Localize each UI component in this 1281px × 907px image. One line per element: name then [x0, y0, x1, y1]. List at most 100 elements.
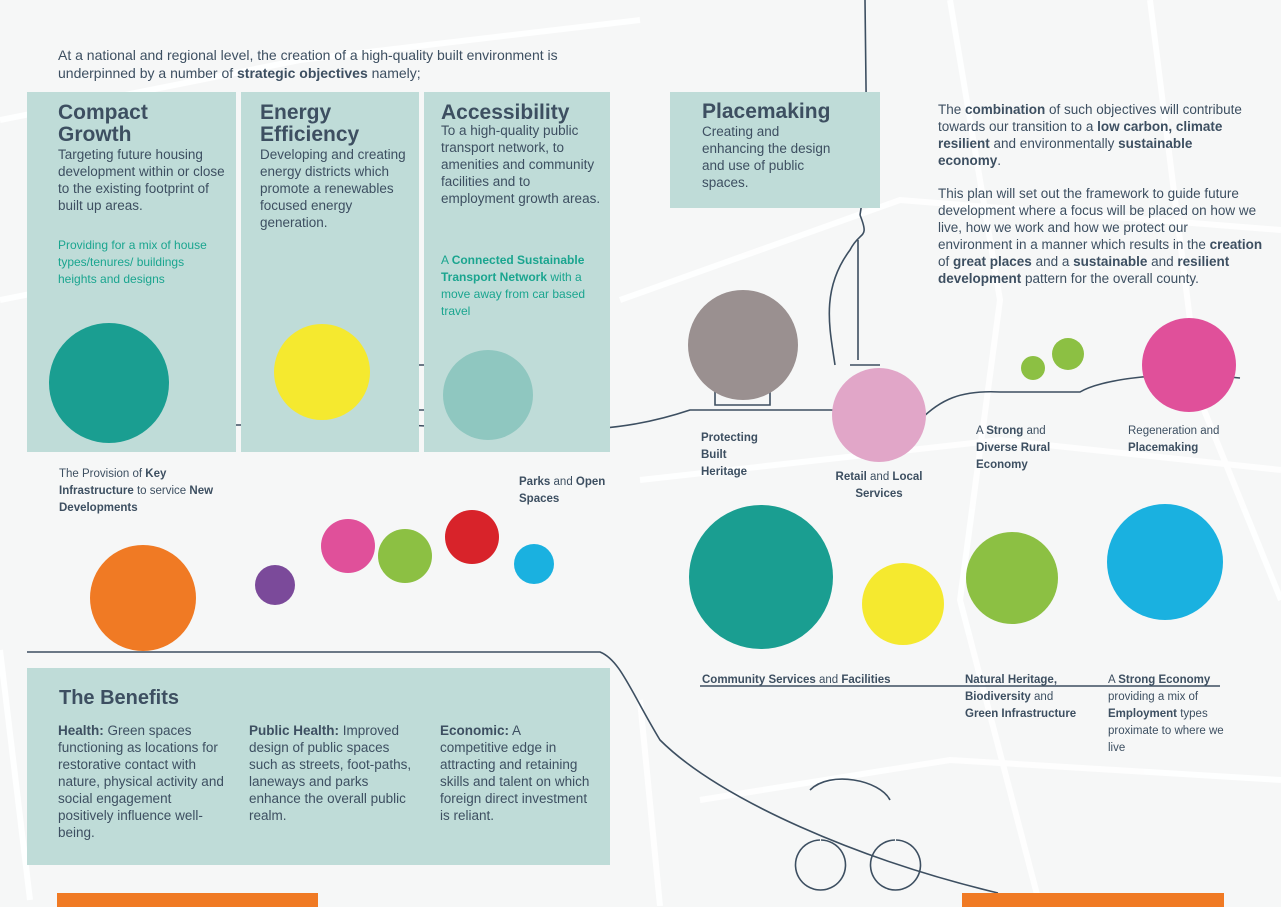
t: combination [965, 102, 1046, 117]
teacup-circle [832, 368, 926, 462]
sprout-circle [1021, 356, 1045, 380]
t: Employment [1108, 708, 1178, 720]
label-infrastructure: The Provision of Key Infrastructure to s… [59, 466, 239, 517]
summary-paragraph-1: The combination of such objectives will … [938, 101, 1258, 169]
summary-paragraph-2: This plan will set out the framework to … [938, 185, 1263, 287]
t: The Provision of [59, 468, 146, 480]
t: resilient development [938, 254, 1230, 286]
label-rural-economy: A Strong and Diverse Rural Economy [976, 423, 1071, 474]
t: sustainable [1073, 254, 1148, 269]
t: Open Spaces [519, 476, 606, 505]
t: A [1108, 674, 1119, 686]
t: Public Health: [249, 723, 340, 738]
objective-text: To a high-quality public transport netwo… [441, 123, 601, 206]
t: Economic: [440, 723, 510, 738]
t: New Developments [59, 485, 214, 514]
t: and [550, 476, 576, 488]
family-circle [378, 529, 432, 583]
t: types proximate to where we live [1108, 708, 1224, 754]
label-retail: Retail and Local Services [824, 469, 934, 503]
t: and [1023, 425, 1046, 437]
t: and environmentally [989, 136, 1119, 151]
t: This plan will set out the framework to … [938, 186, 1257, 252]
t: and [815, 674, 842, 686]
benefit-public-health: Public Health: Improved design of public… [249, 722, 419, 824]
t: Strong Economy [1118, 674, 1211, 686]
objective-placemaking: Placemaking Creating and enhancing the d… [670, 92, 880, 208]
t: Diverse Rural Economy [976, 442, 1051, 471]
reading-circle [862, 563, 944, 645]
objective-note: Providing for a mix of house types/tenur… [58, 238, 207, 286]
benefits-title: The Benefits [59, 687, 180, 709]
lightbulb-circle [274, 324, 370, 420]
t: and [866, 471, 893, 483]
t: Local Services [855, 471, 923, 500]
sprout-circle [1052, 338, 1084, 370]
label-strong-economy: A Strong Economy providing a mix of Empl… [1108, 672, 1238, 757]
orange-footer-bar [962, 893, 1224, 907]
wheelchair-circle [689, 505, 833, 649]
t: Retail [835, 471, 867, 483]
note-part: A [441, 253, 452, 267]
objective-energy-efficiency: Energy Efficiency Developing and creatin… [241, 92, 419, 452]
objective-note: A Connected Sustainable Transport Networ… [441, 252, 601, 320]
t: Improved design of public spaces such as… [249, 723, 412, 823]
t: Parks [519, 476, 551, 488]
bus-circle [443, 350, 533, 440]
workers-circle [90, 545, 196, 651]
label-built-heritage: Protecting Built Heritage [701, 430, 771, 481]
t: Community Services [702, 674, 816, 686]
t: of such objectives will contribute towar… [938, 102, 1242, 134]
t: Protecting Built Heritage [701, 432, 758, 478]
t: low carbon, climate resilient [938, 119, 1223, 151]
t: . [997, 153, 1002, 168]
note-highlight: Connected Sustainable Transport Network [441, 253, 585, 284]
objective-text: Developing and creating energy districts… [260, 147, 406, 230]
t: sustainable economy [938, 136, 1193, 168]
t: Facilities [841, 674, 891, 686]
benefits-panel: The Benefits Health: Green spaces functi… [27, 668, 610, 865]
t: Key Infrastructure [59, 468, 167, 497]
benefit-economic: Economic: A competitive edge in attracti… [440, 722, 590, 824]
t: pattern for the overall county. [1021, 271, 1199, 286]
intro-text: At a national and regional level, the cr… [58, 46, 618, 82]
objective-title: Compact Growth [58, 101, 148, 146]
t: Strong [986, 425, 1024, 437]
t: Health: [58, 723, 104, 738]
housing-circle [49, 323, 169, 443]
t: A [976, 425, 987, 437]
objective-title: Accessibility [441, 101, 570, 124]
t: great places [953, 254, 1032, 269]
objective-text: Targeting future housing development wit… [58, 147, 225, 213]
t: Regeneration and [1128, 425, 1220, 437]
family-circle [255, 565, 295, 605]
family-circle [321, 519, 375, 573]
t: Natural Heritage, Biodiversity [965, 674, 1058, 703]
t: providing a mix of [1108, 691, 1199, 703]
intro-text-part: namely; [367, 65, 421, 81]
label-parks: Parks and Open Spaces [519, 474, 609, 508]
economy-circle [1107, 504, 1223, 620]
t: and a [1031, 254, 1074, 269]
family-circle [514, 544, 554, 584]
t: to service [133, 485, 190, 497]
t: A competitive edge in attracting and ret… [440, 723, 590, 823]
family-circle [445, 510, 499, 564]
label-natural-heritage: Natural Heritage, Biodiversity and Green… [965, 672, 1085, 723]
objective-title: Placemaking [702, 100, 831, 123]
t: The [938, 102, 966, 117]
label-regeneration: Regeneration and Placemaking [1128, 423, 1248, 457]
label-community: Community Services and Facilities [702, 672, 942, 689]
t: and [1030, 691, 1054, 703]
intro-highlight: strategic objectives [237, 65, 368, 81]
t: of [938, 254, 954, 269]
intro-text-part: At a national and regional level, the cr… [58, 47, 558, 81]
tower-circle [688, 290, 798, 400]
t: Placemaking [1128, 442, 1199, 454]
t: Green spaces functioning as locations fo… [58, 723, 224, 840]
orange-footer-bar [57, 893, 318, 907]
t: Green Infrastructure [965, 708, 1077, 720]
objective-text: Creating and enhancing the design and us… [702, 124, 831, 190]
t: creation [1209, 237, 1263, 252]
note-part: with a move away from car based travel [441, 270, 586, 318]
